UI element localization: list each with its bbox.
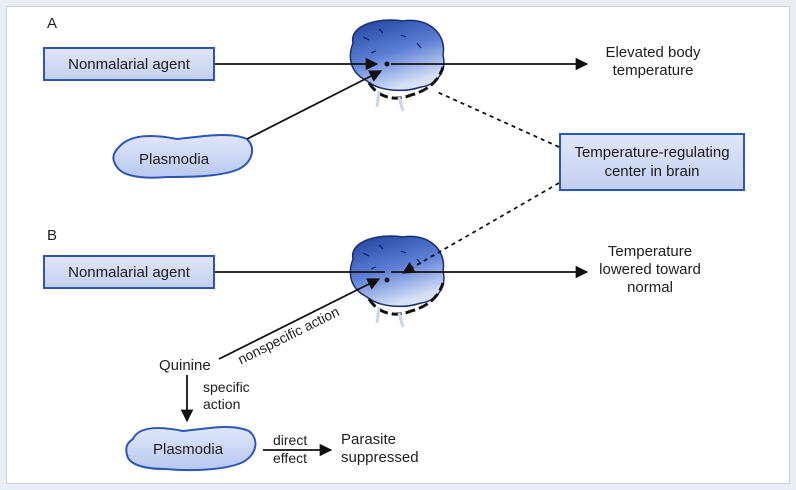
brain-icon-b: [349, 235, 445, 328]
outcome-lowered-temperature: Temperature lowered toward normal: [585, 243, 715, 297]
specific-line1: specific: [203, 379, 250, 395]
outcome-a-line2: temperature: [612, 62, 694, 79]
arrow-plasmodia-to-brain-a: [246, 70, 383, 140]
arrow-quinine-to-brain: [218, 278, 381, 360]
direct-line1: direct: [273, 432, 308, 448]
brain-icon-a: [349, 19, 445, 112]
outcome-b-line1: Temperature: [607, 243, 693, 260]
outcome-elevated-temperature: Elevated body temperature: [593, 44, 713, 80]
nonmalarial-agent-box-a: Nonmalarial agent: [43, 47, 215, 81]
direct-line2: effect: [273, 450, 307, 466]
nonmalarial-agent-box-b: Nonmalarial agent: [43, 255, 215, 289]
center-box-line2: center in brain: [604, 163, 700, 180]
center-box-line1: Temperature-regulating: [574, 144, 730, 161]
nonmalarial-agent-label-a: Nonmalarial agent: [68, 55, 190, 73]
figure-frame: A Nonmalarial agent Elevated body temper…: [6, 6, 790, 484]
plasmodia-label-b: Plasmodia: [153, 441, 224, 458]
outcome-b-line2: lowered toward: [599, 261, 701, 278]
outcome-a-line1: Elevated body: [605, 44, 701, 61]
direct-effect-label: direct effect: [273, 431, 307, 467]
panel-letter-b: B: [47, 227, 58, 244]
panel-letter-a: A: [47, 15, 58, 32]
quinine-label: Quinine: [159, 357, 211, 374]
dotted-link-center-to-brain-a: [434, 90, 560, 148]
specific-line2: action: [203, 396, 241, 412]
parasite-line2: suppressed: [341, 449, 419, 466]
parasite-suppressed-label: Parasite suppressed: [341, 431, 419, 467]
nonmalarial-agent-label-b: Nonmalarial agent: [68, 263, 190, 281]
temperature-regulating-center-box: Temperature-regulating center in brain: [559, 133, 745, 191]
parasite-line1: Parasite: [341, 431, 397, 448]
specific-action-label: specific action: [203, 379, 250, 413]
diagram-canvas: [112, 19, 589, 472]
plasmodia-blob-b: [125, 426, 257, 472]
plasmodia-blob-a: [112, 134, 254, 179]
dotted-link-center-to-brain-b: [401, 182, 560, 274]
plasmodia-label-a: Plasmodia: [139, 151, 210, 168]
outcome-b-line3: normal: [627, 279, 673, 296]
